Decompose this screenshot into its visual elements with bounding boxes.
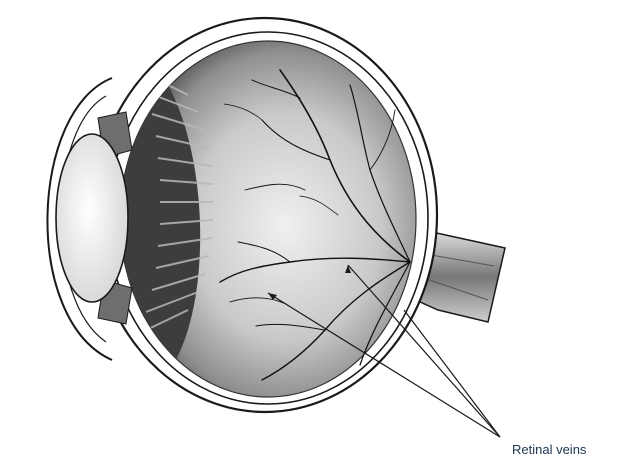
lens (56, 134, 128, 302)
retinal-veins-label: Retinal veins (512, 442, 587, 457)
